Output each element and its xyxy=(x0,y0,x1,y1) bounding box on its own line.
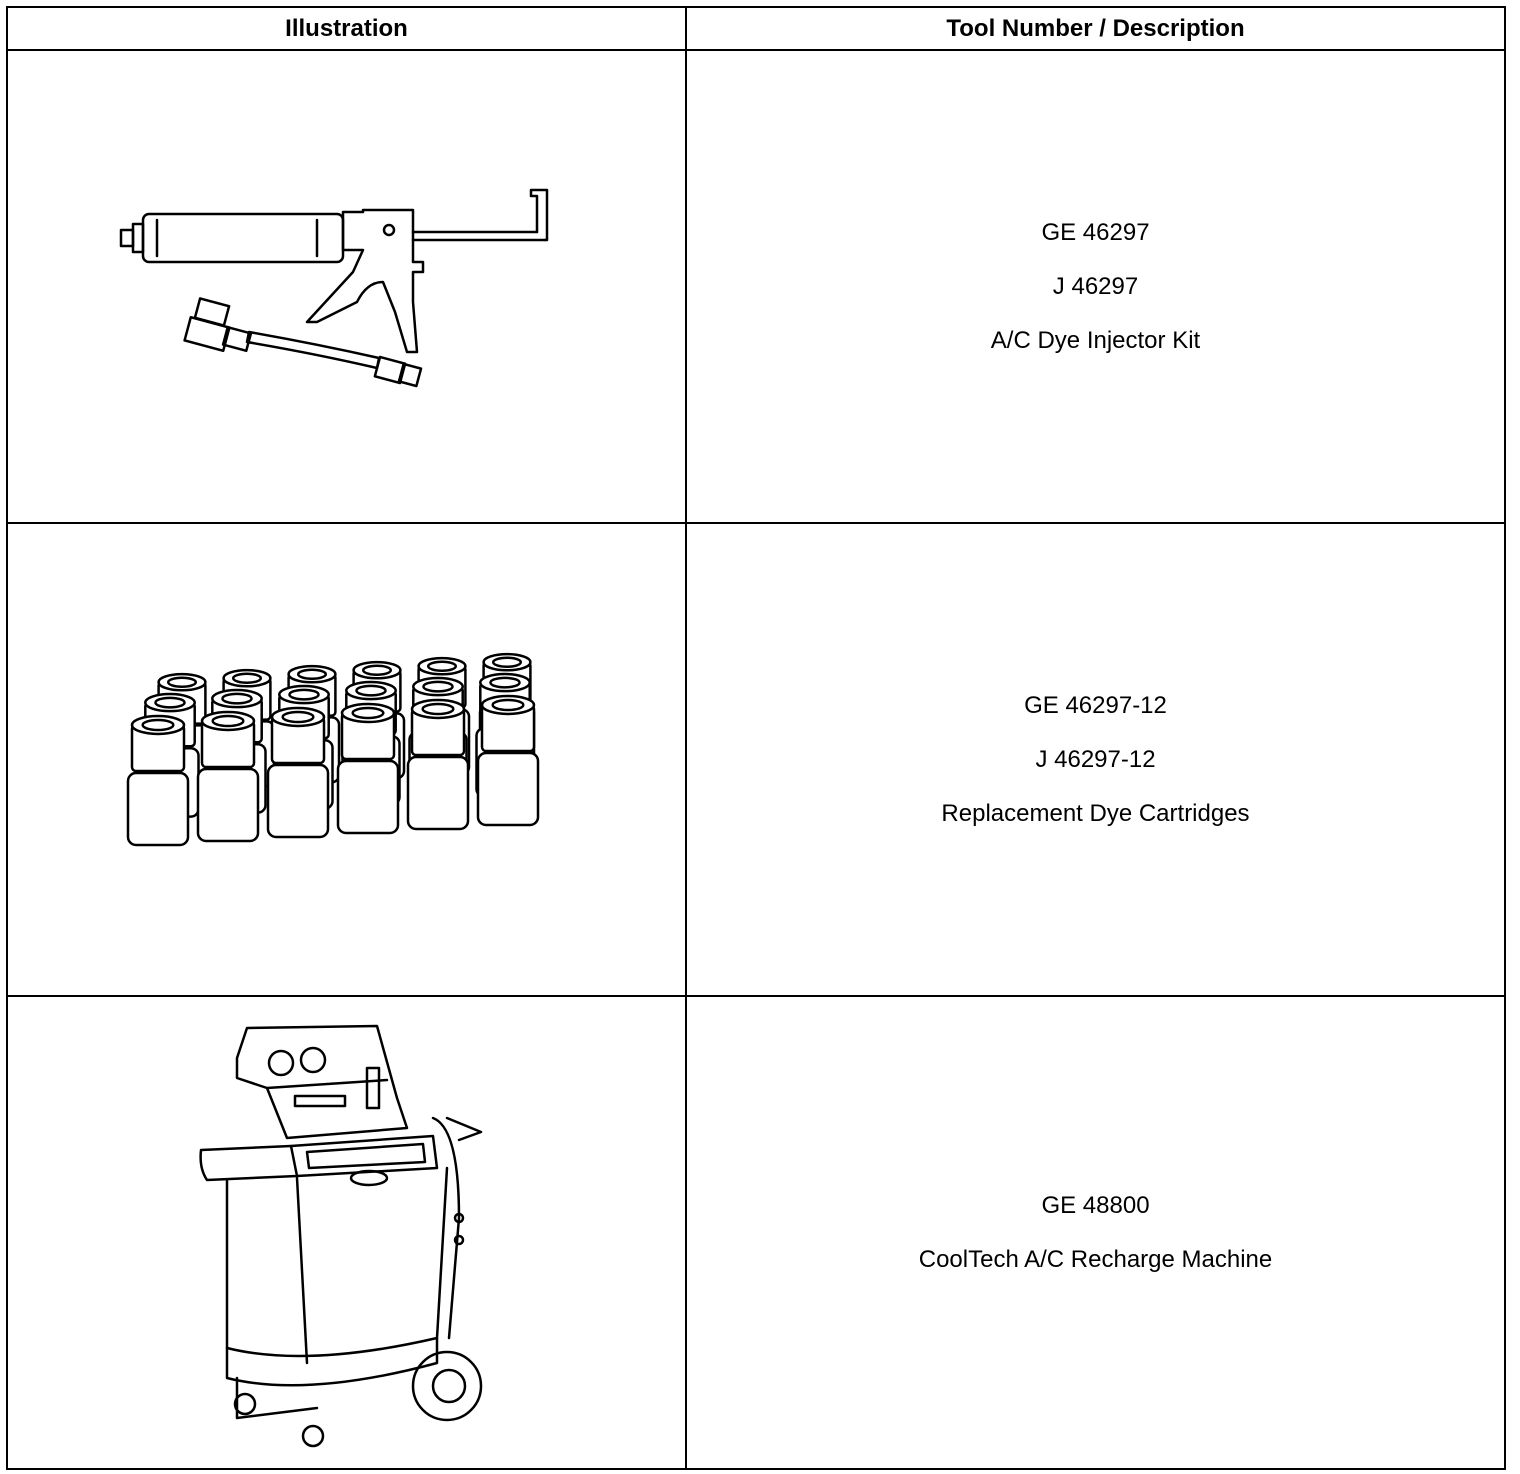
table-row: GE 46297 J 46297 A/C Dye Injector Kit xyxy=(6,49,1506,524)
description-cell: GE 46297 J 46297 A/C Dye Injector Kit xyxy=(685,49,1506,524)
table-row: GE 46297-12 J 46297-12 Replacement Dye C… xyxy=(6,522,1506,997)
dye-injector-gun-icon xyxy=(119,188,548,387)
description-cell: GE 48800 CoolTech A/C Recharge Machine xyxy=(685,995,1506,1470)
tool-number: GE 46297-12 xyxy=(1024,691,1167,719)
tool-table: Illustration Tool Number / Description xyxy=(6,6,1506,1470)
tool-description: A/C Dye Injector Kit xyxy=(990,326,1201,354)
tool-number-alt: J 46297-12 xyxy=(1035,745,1156,773)
tool-number-alt: J 46297 xyxy=(1052,272,1139,300)
dye-cartridges-icon xyxy=(126,652,539,846)
table-row: GE 48800 CoolTech A/C Recharge Machine xyxy=(6,995,1506,1470)
illustration-cell xyxy=(6,49,687,524)
header-illustration: Illustration xyxy=(6,6,687,51)
description-cell: GE 46297-12 J 46297-12 Replacement Dye C… xyxy=(685,522,1506,997)
illustration-cell xyxy=(6,522,687,997)
tool-description: Replacement Dye Cartridges xyxy=(941,799,1250,827)
illustration-cell xyxy=(6,995,687,1470)
tool-number: GE 48800 xyxy=(1041,1191,1150,1219)
tool-number: GE 46297 xyxy=(1041,218,1150,246)
tool-description: CoolTech A/C Recharge Machine xyxy=(918,1245,1273,1273)
header-description: Tool Number / Description xyxy=(685,6,1506,51)
table-header-row: Illustration Tool Number / Description xyxy=(6,6,1506,51)
recharge-machine-icon xyxy=(198,1024,482,1447)
